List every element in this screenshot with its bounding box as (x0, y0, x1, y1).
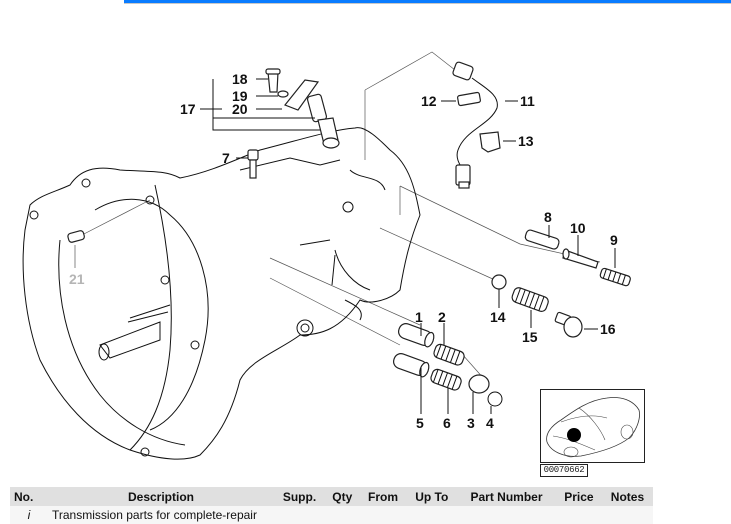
callout-8: 8 (544, 209, 552, 225)
guide-line (269, 257, 421, 326)
callout-18: 18 (232, 71, 248, 87)
callout-1: 1 (415, 309, 423, 325)
info-icon: i (10, 506, 48, 524)
top-accent-bar (124, 0, 731, 4)
guide-lines (79, 51, 601, 381)
diagram-id-label: 00070662 (540, 464, 588, 477)
callouts: 1 2 3 4 5 6 7 8 9 10 11 12 13 14 15 16 1… (69, 71, 618, 431)
selector-pins (524, 229, 631, 287)
callout-5: 5 (416, 415, 424, 431)
table-row[interactable]: i Transmission parts for complete-repair (10, 506, 653, 524)
col-part-number[interactable]: Part Number (457, 487, 556, 506)
sleeves-springs (393, 323, 503, 407)
col-from[interactable]: From (359, 487, 407, 506)
col-notes[interactable]: Notes (601, 487, 653, 506)
bracket-assembly (265, 68, 340, 149)
table-header-row: No. Description Supp. Qty From Up To Par… (10, 487, 653, 506)
row-description: Transmission parts for complete-repair (48, 506, 653, 524)
detent-parts (491, 274, 583, 338)
car-outline-icon (546, 397, 640, 458)
callout-14: 14 (490, 309, 506, 325)
guide-line (379, 227, 496, 281)
col-no[interactable]: No. (10, 487, 48, 506)
callout-11: 11 (520, 93, 535, 109)
guide-line (79, 199, 151, 237)
callout-2: 2 (438, 309, 446, 325)
callout-15: 15 (522, 329, 538, 345)
bolt-7 (247, 149, 259, 179)
callout-3: 3 (467, 415, 475, 431)
callout-13: 13 (518, 133, 534, 149)
callout-12: 12 (421, 93, 437, 109)
callout-16: 16 (600, 321, 616, 337)
parts-diagram: 1 2 3 4 5 6 7 8 9 10 11 12 13 14 15 16 1… (0, 20, 731, 482)
callout-20: 20 (232, 101, 248, 117)
sensor-cable-assembly (452, 61, 501, 189)
leader-lines (74, 78, 616, 414)
col-price[interactable]: Price (555, 487, 602, 506)
guide-line (269, 277, 401, 346)
callout-9: 9 (610, 232, 618, 248)
guide-line (364, 51, 456, 91)
callout-21: 21 (69, 271, 85, 287)
parts-table: No. Description Supp. Qty From Up To Par… (10, 487, 653, 524)
col-description[interactable]: Description (48, 487, 274, 506)
callout-7: 7 (222, 150, 230, 166)
callout-10: 10 (570, 220, 586, 236)
callout-4: 4 (486, 415, 494, 431)
callout-6: 6 (443, 415, 451, 431)
vehicle-locator-thumbnail (540, 389, 645, 463)
location-marker (567, 428, 581, 442)
col-supp[interactable]: Supp. (274, 487, 325, 506)
callout-17: 17 (180, 101, 196, 117)
col-qty[interactable]: Qty (324, 487, 360, 506)
callout-19: 19 (232, 88, 248, 104)
col-up-to[interactable]: Up To (406, 487, 458, 506)
transmission-housing (22, 127, 421, 460)
